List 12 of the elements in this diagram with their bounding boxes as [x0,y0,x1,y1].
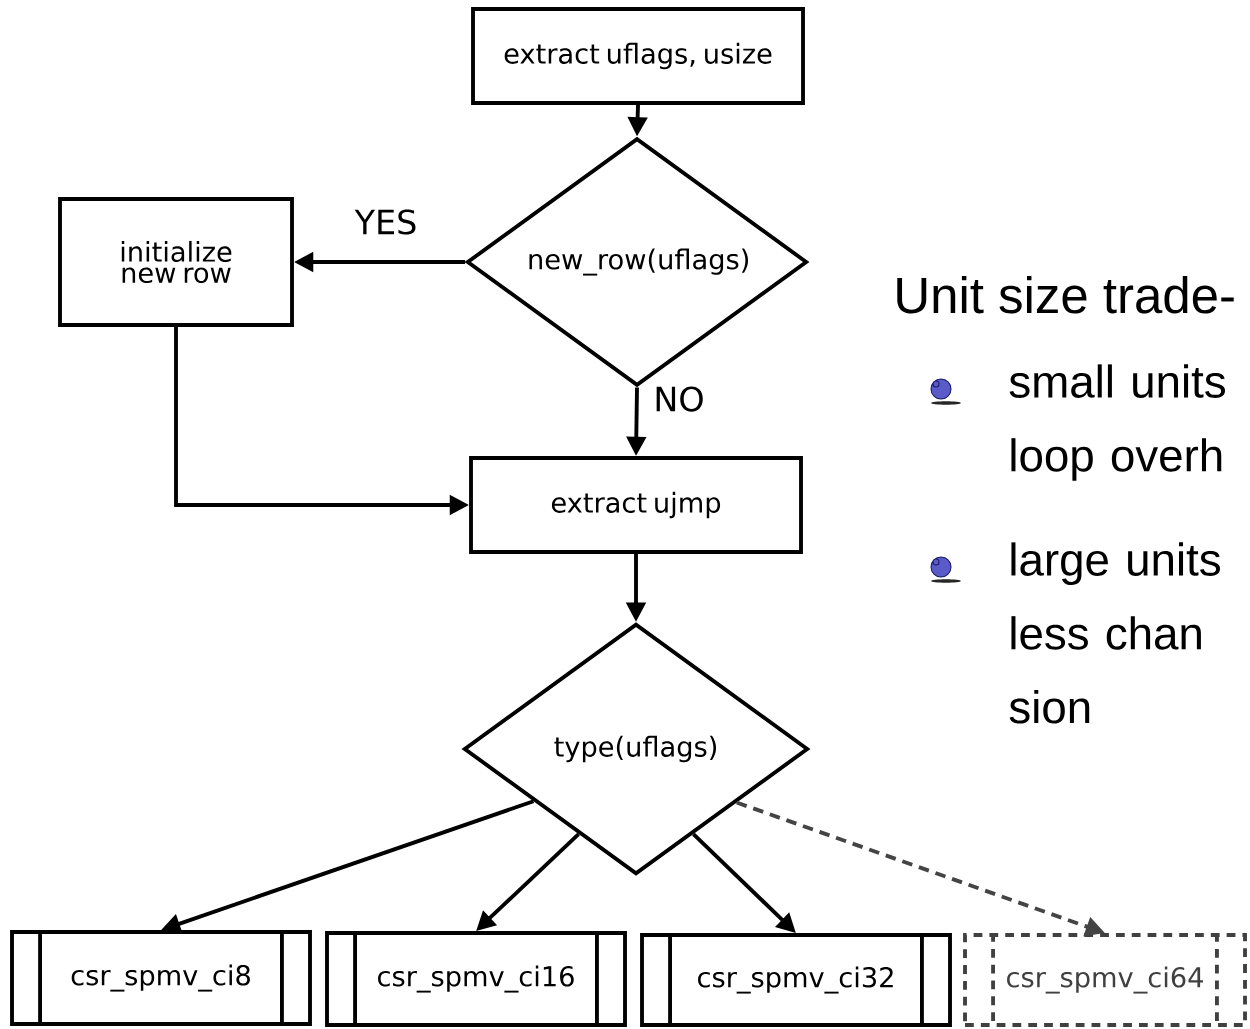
edge-label: YES [354,209,416,235]
process-box: extract uflags, usize [471,7,805,105]
predefined-process-box: csr_spmv_ci16 [325,931,627,1027]
predefined-process-box: csr_spmv_ci64 [963,933,1247,1027]
edge-label: NO [656,386,703,412]
bullet-text: large units less chan sion [1009,542,1220,724]
process-box: initialize new row [58,197,294,327]
heading: Unit size trade- [897,276,1234,314]
process-box: extract ujmp [469,456,803,554]
predefined-process-box: csr_spmv_ci8 [10,930,312,1026]
bullet-text: small units loop overh [1009,364,1225,481]
predefined-process-box: csr_spmv_ci32 [640,933,952,1027]
